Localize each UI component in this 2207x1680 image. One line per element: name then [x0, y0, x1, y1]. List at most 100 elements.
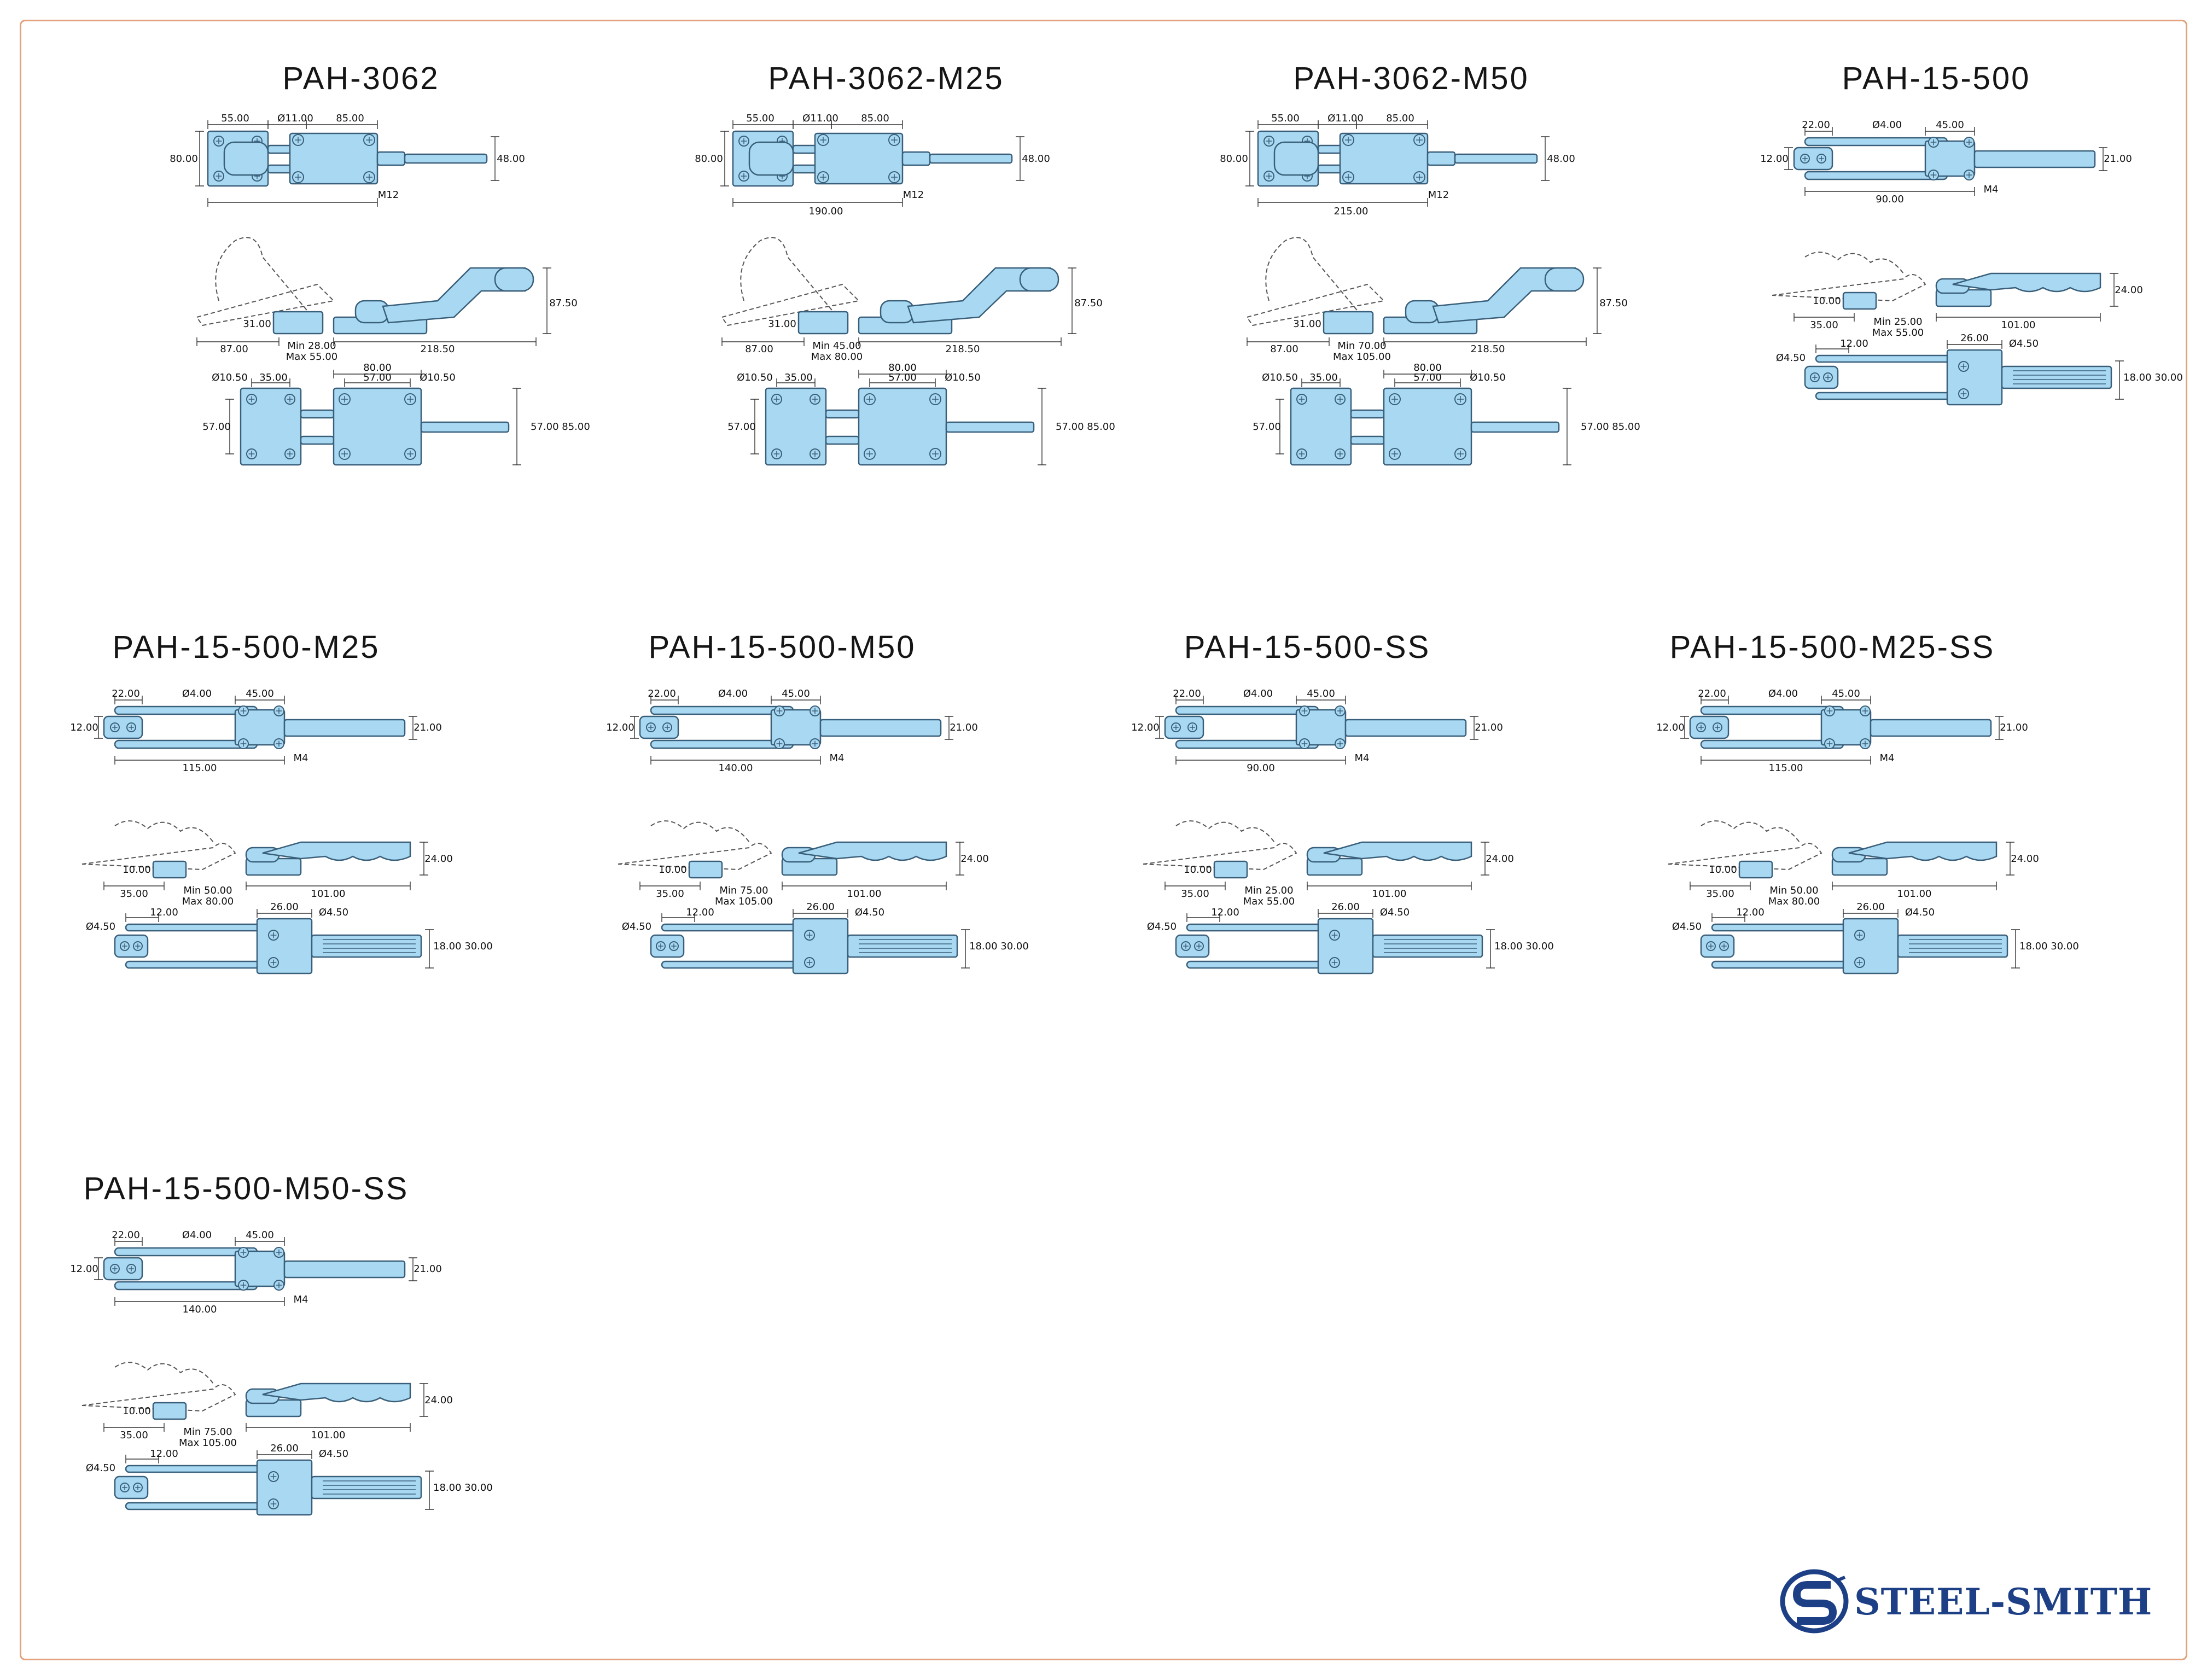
dim-218 [333, 337, 537, 346]
body-bolt-cross [1966, 172, 1972, 178]
body-bolt-cross [1826, 740, 1833, 747]
dim-24 [1481, 842, 1489, 876]
dim-label: 115.00 [1769, 762, 1803, 774]
plate-hole-cross [1960, 390, 1967, 397]
dim-12 [94, 716, 103, 739]
plate-hole-cross [1457, 396, 1464, 402]
dim-label: Ø4.50 [622, 921, 651, 932]
dim-57 [869, 378, 936, 387]
hook-hole-cross [1190, 725, 1195, 730]
dim-label: M12 [903, 189, 924, 201]
dim-label: Min 28.00 [287, 340, 336, 352]
hook-end [103, 715, 143, 739]
dim-24 [2110, 273, 2118, 307]
dim-label: Ø4.50 [319, 907, 348, 918]
dim-label: 85.00 [1386, 113, 1414, 124]
dim-label: 85.00 [861, 113, 889, 124]
dim-label: 57.00 [1413, 372, 1442, 383]
dim-label: Ø4.50 [319, 1448, 348, 1460]
dim-30 [961, 929, 970, 969]
dim-label: 18.00 30.00 [969, 941, 1029, 952]
dim-label: 21.00 [1475, 722, 1503, 733]
dim-87 [196, 337, 279, 346]
body-bolt-cross [295, 174, 301, 180]
handle-bottom [2001, 365, 2112, 389]
link-lower [300, 435, 335, 445]
grip-ribs [1909, 939, 2002, 953]
dim-label: Ø10.50 [1262, 372, 1298, 383]
dim-label: Max 80.00 [811, 351, 863, 363]
dim-26 [1318, 909, 1373, 918]
handle [283, 1260, 406, 1279]
dim-label: 35.00 [1706, 888, 1734, 900]
dim-label: 35.00 [120, 1430, 148, 1441]
body-bolt-cross [891, 137, 898, 143]
dim-21 [2099, 147, 2107, 171]
dim-48 [1541, 136, 1550, 181]
handle-bottom [1897, 934, 2008, 958]
dim-label: 31.00 [1293, 318, 1321, 330]
model-title: PAH-3062 [282, 61, 440, 96]
dim-label: 57.00 85.00 [1056, 421, 1115, 433]
dim-label: 22.00 [112, 688, 140, 699]
dim-label: Ø4.50 [86, 921, 115, 932]
plate-hole-cross [287, 396, 293, 402]
brand-logo: STEEL-SMITH [1780, 1564, 2163, 1641]
dim-85 [513, 388, 521, 465]
handle [1870, 719, 1992, 737]
model-title: PAH-15-500-M50-SS [83, 1171, 409, 1206]
dim-30 [425, 1471, 434, 1510]
dim-label: 35.00 [1309, 372, 1338, 383]
dim-label: 48.00 [1547, 153, 1575, 165]
open-lever-outline [1143, 843, 1297, 871]
dim-label: 10.00 [1184, 864, 1212, 876]
plate-hole-cross [270, 1473, 277, 1480]
hook-hole-cross [112, 725, 118, 730]
dim-label: 55.00 [746, 113, 775, 124]
body-bolt-cross [1416, 137, 1423, 143]
dim-label: 115.00 [183, 762, 217, 774]
hook-end [1804, 365, 1839, 389]
dim-label: 87.00 [1270, 343, 1298, 355]
dim-label: 45.00 [246, 688, 274, 699]
dim-label: Min 50.00 [1769, 885, 1818, 896]
loop-upper [661, 923, 805, 932]
hook-end [1164, 715, 1204, 739]
dim-label: 10.00 [123, 1405, 151, 1417]
dim-101 [246, 882, 411, 890]
loop-lower [661, 960, 805, 969]
hook-hole-cross [122, 943, 127, 949]
mount-hole-cross [216, 138, 222, 144]
dim-label: Ø4.00 [718, 688, 748, 699]
dim-label: 35.00 [656, 888, 684, 900]
dim-label: 21.00 [414, 722, 442, 733]
dim-label: M4 [1355, 752, 1370, 764]
plate-hole-cross [932, 396, 939, 402]
dim-label: 87.50 [1074, 298, 1103, 309]
dim-80 [1383, 370, 1472, 378]
plate-hole-cross [287, 451, 293, 457]
dim-label: 57.00 [888, 372, 917, 383]
lever-stem [376, 151, 406, 166]
base-plate [1842, 918, 1899, 975]
dim-label: Ø4.00 [1768, 688, 1798, 699]
dim-label: 12.00 [1840, 338, 1868, 349]
hook-plate [240, 387, 302, 466]
dim-label: 22.00 [1173, 688, 1201, 699]
mount-hole-cross [741, 173, 747, 179]
dim-label: 90.00 [1247, 762, 1275, 774]
